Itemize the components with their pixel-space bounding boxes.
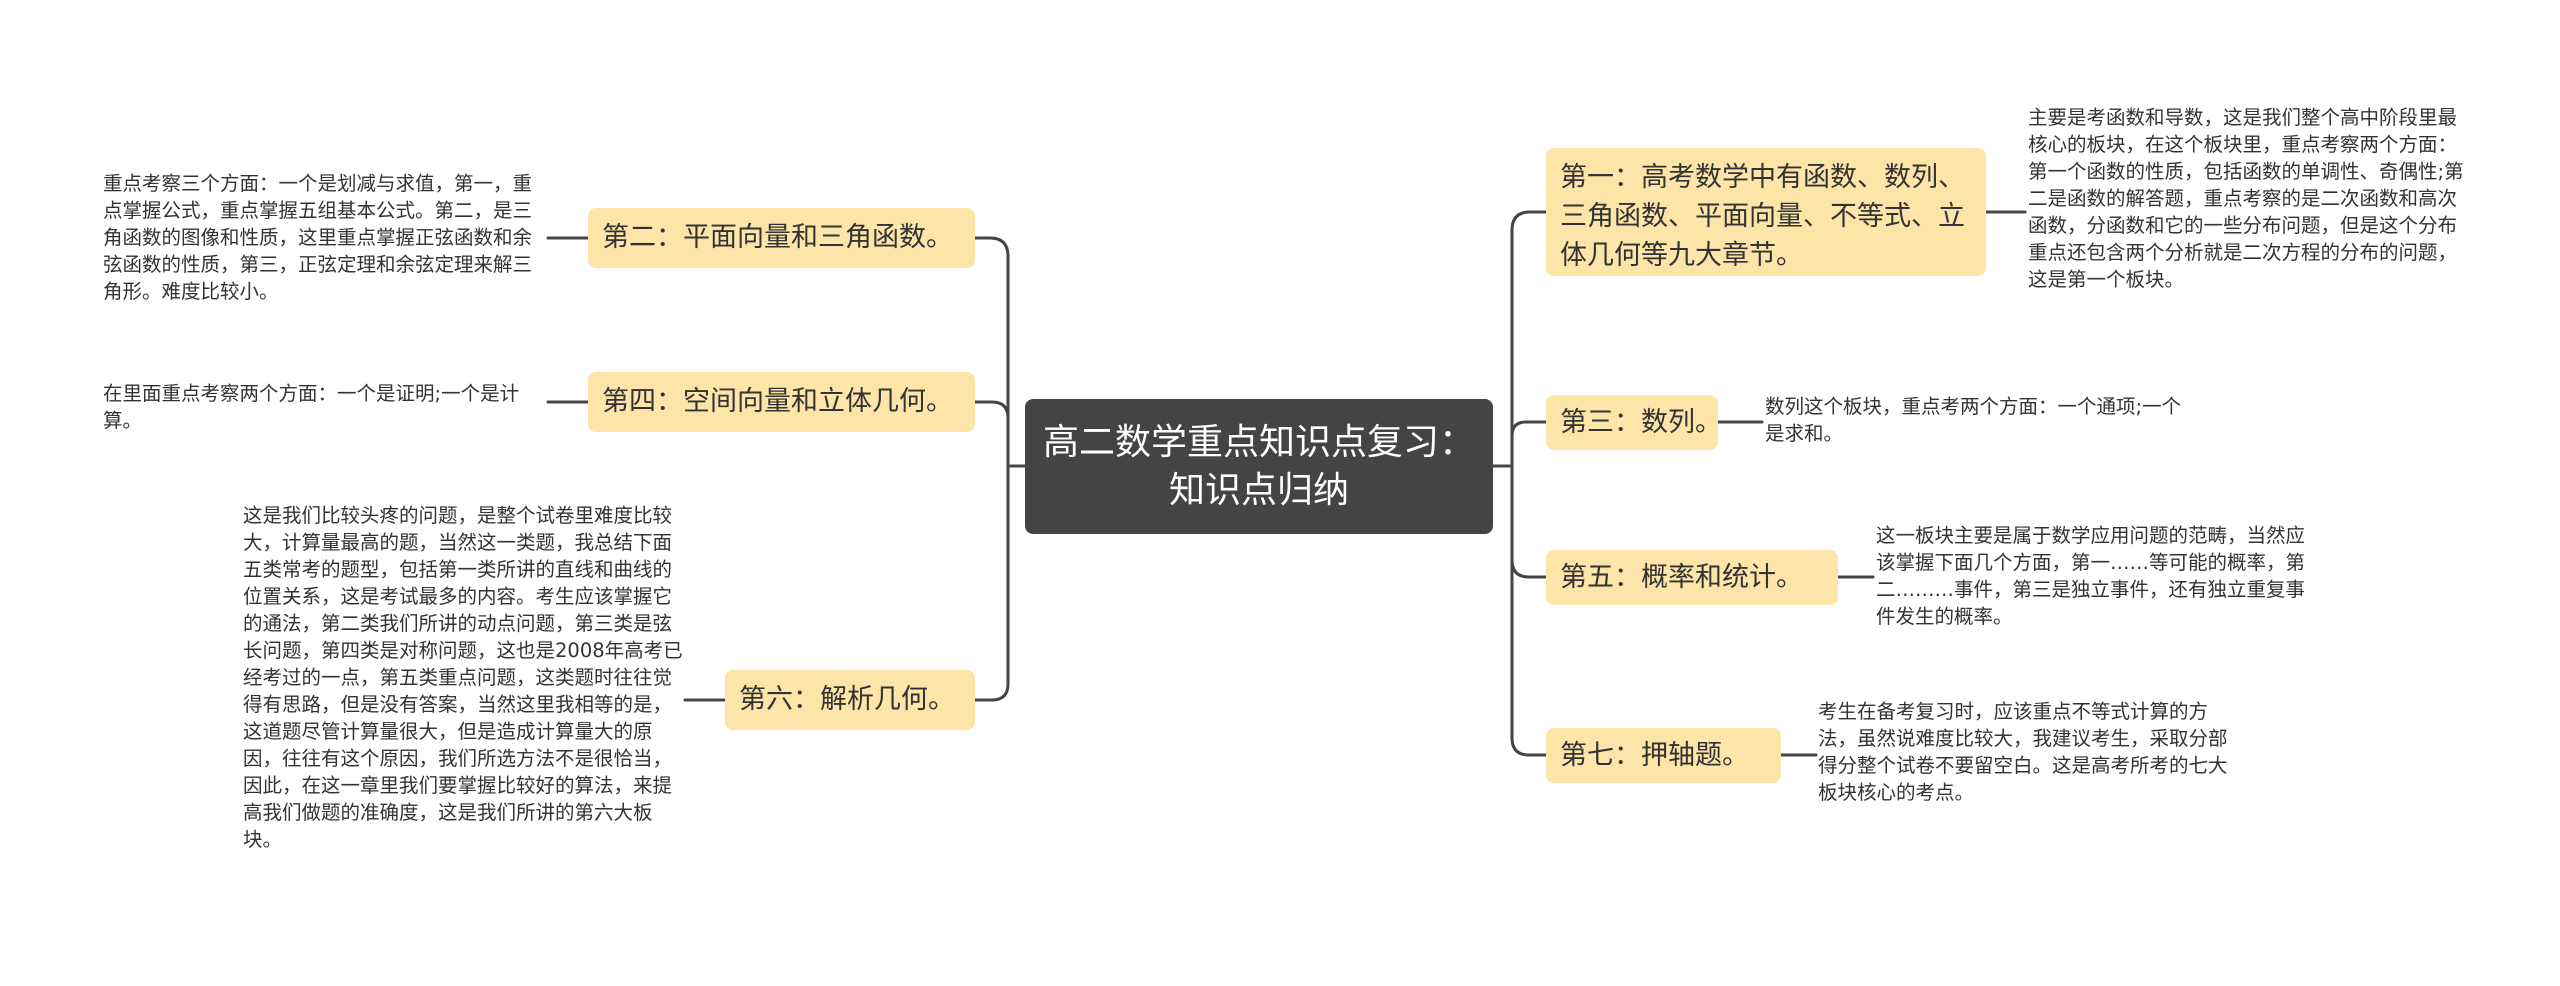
branch-label-2: 第二：平面向量和三角函数。 [602, 222, 953, 253]
branch-node-2[interactable]: 第二：平面向量和三角函数。 [588, 208, 975, 268]
branch-node-3[interactable]: 第三：数列。 [1546, 395, 1722, 450]
note-text-6: 这是我们比较头疼的问题，是整个试卷里难度比较大，计算量最高的题，当然这一类题，我… [243, 504, 683, 851]
note-text-5: 这一板块主要是属于数学应用问题的范畴，当然应该掌握下面几个方面，第一……等可能的… [1876, 524, 2306, 628]
branch-node-5[interactable]: 第五：概率和统计。 [1546, 550, 1838, 605]
branch-label-1: 第一：高考数学中有函数、数列、三角函数、平面向量、不等式、立体几何等九大章节。 [1560, 162, 1965, 271]
branch-node-1[interactable]: 第一：高考数学中有函数、数列、三角函数、平面向量、不等式、立体几何等九大章节。 [1546, 148, 1986, 276]
note-text-1: 主要是考函数和导数，这是我们整个高中阶段里最核心的板块，在这个板块里，重点考察两… [2028, 106, 2464, 291]
note-branch-5: 这一板块主要是属于数学应用问题的范畴，当然应该掌握下面几个方面，第一……等可能的… [1876, 522, 2316, 630]
branch-node-6[interactable]: 第六：解析几何。 [725, 670, 975, 730]
connector-right-1 [1510, 210, 1548, 468]
connector-right-5 [1510, 464, 1548, 579]
note-branch-1: 主要是考函数和导数，这是我们整个高中阶段里最核心的板块，在这个板块里，重点考察两… [2028, 104, 2468, 293]
note-branch-7: 考生在备考复习时，应该重点不等式计算的方法，虽然说难度比较大，我建议考生，采取分… [1818, 698, 2238, 806]
branch-label-6: 第六：解析几何。 [739, 684, 955, 715]
connector-right-7 [1510, 464, 1548, 757]
note-branch-6: 这是我们比较头疼的问题，是整个试卷里难度比较大，计算量最高的题，当然这一类题，我… [243, 502, 683, 853]
note-text-4: 在里面重点考察两个方面：一个是证明;一个是计算。 [103, 382, 520, 432]
central-topic-title: 高二数学重点知识点复习：知识点归纳 [1042, 422, 1475, 511]
note-branch-4: 在里面重点考察两个方面：一个是证明;一个是计算。 [103, 380, 533, 434]
branch-node-7[interactable]: 第七：押轴题。 [1546, 728, 1781, 783]
note-text-3: 数列这个板块，重点考两个方面：一个通项;一个是求和。 [1765, 395, 2182, 445]
connector-left-4 [973, 400, 1010, 468]
branch-label-4: 第四：空间向量和立体几何。 [602, 386, 953, 417]
note-branch-2: 重点考察三个方面：一个是划减与求值，第一，重点掌握公式，重点掌握五组基本公式。第… [103, 170, 543, 305]
connector-right-3 [1510, 420, 1548, 468]
note-branch-3: 数列这个板块，重点考两个方面：一个通项;一个是求和。 [1765, 393, 2185, 447]
note-text-7: 考生在备考复习时，应该重点不等式计算的方法，虽然说难度比较大，我建议考生，采取分… [1818, 700, 2228, 804]
central-topic[interactable]: 高二数学重点知识点复习：知识点归纳 [1025, 399, 1493, 534]
connector-left-6 [973, 464, 1010, 702]
note-text-2: 重点考察三个方面：一个是划减与求值，第一，重点掌握公式，重点掌握五组基本公式。第… [103, 172, 533, 303]
branch-label-3: 第三：数列。 [1560, 407, 1722, 438]
branch-node-4[interactable]: 第四：空间向量和立体几何。 [588, 372, 975, 432]
branch-label-5: 第五：概率和统计。 [1560, 562, 1803, 593]
connector-left-2 [973, 236, 1010, 468]
branch-label-7: 第七：押轴题。 [1560, 740, 1749, 771]
